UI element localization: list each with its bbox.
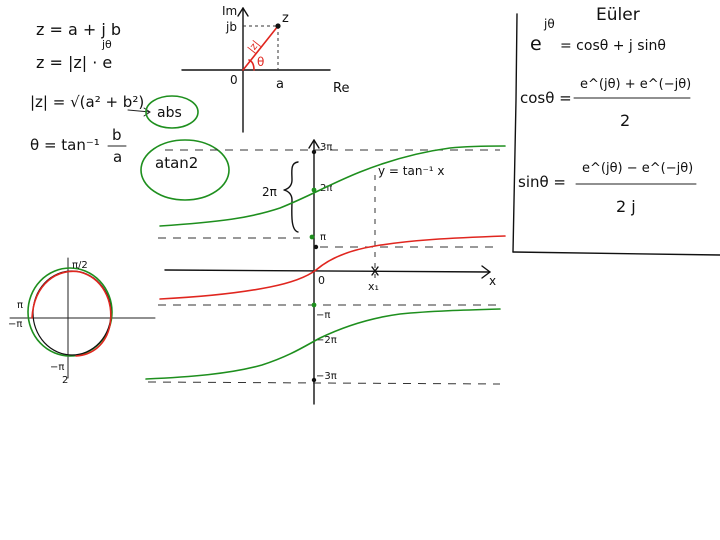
origin-label: 0 [230, 73, 238, 87]
tick-label-2pi: 2π [320, 183, 332, 194]
tick-dot-neg-pi [311, 302, 317, 308]
tick-label-pi: π [320, 232, 326, 243]
red-curve-atan [159, 235, 506, 300]
atan2-green-circle [140, 139, 230, 201]
tick-dot-neg-3pi [311, 377, 317, 383]
euler-lhs: e [530, 33, 542, 55]
tick-label-0: 0 [318, 274, 325, 287]
notes-block: z = a + j b z = |z| · e jθ |z| = √(a² + … [30, 20, 230, 201]
guide-neg-3pi [147, 381, 501, 385]
cos-numerator: e^(jθ) + e^(−jθ) [580, 77, 691, 92]
circle-bottom-label: −π [50, 362, 64, 373]
green-curve-lower [145, 308, 501, 380]
magnitude-label: |z| [246, 39, 262, 55]
theta-denominator: a [113, 148, 122, 166]
tick-dot-pi-black [313, 244, 319, 250]
z-rect-formula: z = a + j b [36, 20, 121, 39]
angle-arc [248, 59, 255, 71]
tick-dot-2pi [311, 187, 317, 193]
brace-label: 2π [262, 185, 277, 199]
theta-numerator: b [112, 126, 122, 144]
euler-rhs: = cosθ + j sinθ [560, 38, 666, 54]
sin-denominator: 2 j [616, 197, 636, 216]
z-polar-exponent: jθ [101, 38, 112, 51]
im-axis-arrow [237, 7, 249, 17]
atan2-label: atan2 [155, 154, 198, 172]
graph-y-axis-arrow [308, 139, 320, 149]
tick-label-neg-pi: −π [316, 310, 330, 321]
jb-label: jb [225, 20, 237, 34]
tick-dot-pi [309, 234, 315, 240]
tick-x1-b [371, 266, 379, 276]
theta-formula: θ = tan⁻¹ [30, 136, 100, 154]
green-curve-upper [159, 145, 506, 227]
circle-left-label-neg: −π [8, 319, 22, 330]
euler-exponent: jθ [543, 17, 555, 31]
re-axis-label: Re [333, 81, 349, 96]
complex-plane: Im Re 0 jb a z |z| θ [181, 4, 349, 133]
atan-graph: x 3π 2π π 0 −π −2π −3π x₁ 2π y = tan⁻¹ x [145, 139, 506, 405]
a-label: a [276, 77, 284, 92]
euler-box-border-left [512, 13, 518, 253]
cos-denominator: 2 [620, 111, 630, 130]
sin-numerator: e^(jθ) − e^(−jθ) [582, 161, 693, 176]
z-point-label: z [282, 11, 289, 26]
graph-x-axis-arrow [481, 265, 491, 279]
circle-bottom-label-den: 2 [62, 375, 68, 386]
cos-lhs: cosθ = [520, 89, 572, 107]
tick-label-neg-2pi: −2π [316, 335, 337, 346]
euler-box-border-bottom [512, 251, 720, 256]
abs-label: abs [157, 105, 182, 121]
magnitude-vector [242, 25, 279, 71]
circle-green [27, 267, 113, 357]
tick-label-x1: x₁ [368, 280, 379, 293]
unit-circle: π/2 π −π −π 2 [8, 257, 156, 386]
tick-dot-3pi [311, 149, 317, 155]
circle-red-arc [31, 270, 112, 357]
z-polar-formula: z = |z| · e [36, 53, 112, 72]
circle-top-label: π/2 [72, 260, 88, 271]
im-axis-label: Im [222, 4, 237, 18]
graph-x-axis [164, 269, 491, 273]
sin-lhs: sinθ = [518, 173, 566, 191]
graph-x-axis-label: x [489, 274, 496, 288]
curve-label: y = tan⁻¹ x [378, 164, 445, 178]
abs-formula: |z| = √(a² + b²) [30, 93, 144, 111]
z-point [275, 23, 281, 29]
tick-label-neg-3pi: −3π [316, 371, 337, 382]
angle-label: θ [257, 55, 264, 69]
abs-green-circle [145, 95, 199, 129]
two-pi-brace [283, 161, 299, 233]
euler-box: Eüler e jθ = cosθ + j sinθ cosθ = e^(jθ)… [512, 5, 720, 256]
tick-label-3pi: 3π [320, 142, 332, 153]
circle-left-label: π [17, 300, 23, 311]
euler-title: Eüler [596, 5, 640, 25]
